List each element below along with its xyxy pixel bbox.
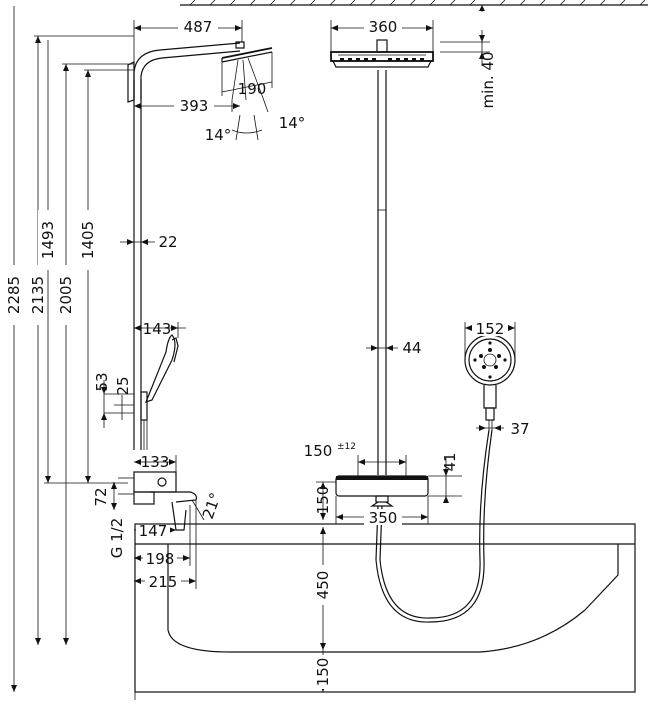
- label-133: 133: [141, 453, 170, 471]
- dim-37: 37: [476, 420, 530, 438]
- side-hand-shower: [140, 334, 179, 450]
- dim-133: 133: [134, 453, 177, 472]
- label-198: 198: [146, 550, 175, 568]
- hose: [379, 429, 490, 619]
- dim-150-tol: 150 ±12: [304, 442, 407, 476]
- dim-360: 360: [330, 18, 434, 52]
- label-72: 72: [92, 487, 110, 506]
- dim-152: 152: [464, 320, 516, 360]
- label-tolerance: ±12: [337, 442, 356, 452]
- dim-143: 143: [134, 320, 186, 338]
- label-2135: 2135: [29, 276, 47, 314]
- dim-72: 72: [92, 482, 117, 510]
- label-44: 44: [402, 339, 421, 357]
- label-152: 152: [476, 320, 505, 338]
- label-450: 450: [314, 571, 332, 600]
- label-21deg: 21°: [199, 490, 225, 521]
- label-53: 53: [93, 372, 111, 391]
- label-25: 25: [114, 376, 132, 395]
- label-147: 147: [139, 522, 168, 540]
- label-mixer-150: 150: [314, 486, 332, 515]
- dim-393: 393: [134, 97, 240, 115]
- label-190: 190: [238, 80, 267, 98]
- label-360: 360: [369, 18, 398, 36]
- label-spacing-150: 150: [304, 442, 333, 460]
- dim-angles: 14° 14°: [205, 114, 306, 144]
- label-angle-right: 14°: [279, 114, 306, 132]
- label-angle-left: 14°: [205, 126, 232, 144]
- head-nozzles: [340, 58, 424, 61]
- label-22: 22: [158, 233, 177, 251]
- side-mixer: [118, 471, 197, 531]
- dim-tub: 450 150: [313, 527, 333, 692]
- dim-190: 190: [221, 52, 273, 98]
- label-143: 143: [143, 320, 172, 338]
- label-37: 37: [510, 420, 529, 438]
- front-hand-shower: [464, 334, 516, 430]
- label-thread: G 1/2: [108, 518, 126, 559]
- label-2285: 2285: [5, 276, 23, 314]
- label-1493: 1493: [39, 221, 57, 259]
- side-view-shower-column: [127, 41, 273, 450]
- label-215: 215: [149, 573, 178, 591]
- dim-mixer-150: 150: [314, 481, 336, 520]
- label-41: 41: [441, 452, 459, 471]
- dim-41: 41: [428, 452, 462, 503]
- label-2005: 2005: [57, 276, 75, 314]
- ceiling-hatch: [180, 0, 648, 12]
- label-floor-150: 150: [314, 658, 332, 687]
- dim-min40: min. 40: [440, 30, 497, 108]
- dim-44: 44: [366, 339, 422, 357]
- dim-spout: 147 198 215: [134, 500, 197, 591]
- label-1405: 1405: [79, 221, 97, 259]
- label-487: 487: [184, 18, 213, 36]
- dim-350: 350: [335, 496, 429, 527]
- dim-487: 487: [133, 18, 243, 62]
- label-393: 393: [180, 97, 209, 115]
- dim-22: 22: [120, 233, 178, 251]
- front-view-shower-column: [330, 39, 434, 507]
- label-350: 350: [369, 509, 398, 527]
- dim-53-25: 53 25: [93, 372, 134, 428]
- label-min40: min. 40: [479, 52, 497, 109]
- dim-heights: 2285 2135 1493 2005 1405: [4, 6, 134, 692]
- bathtub: [134, 523, 636, 700]
